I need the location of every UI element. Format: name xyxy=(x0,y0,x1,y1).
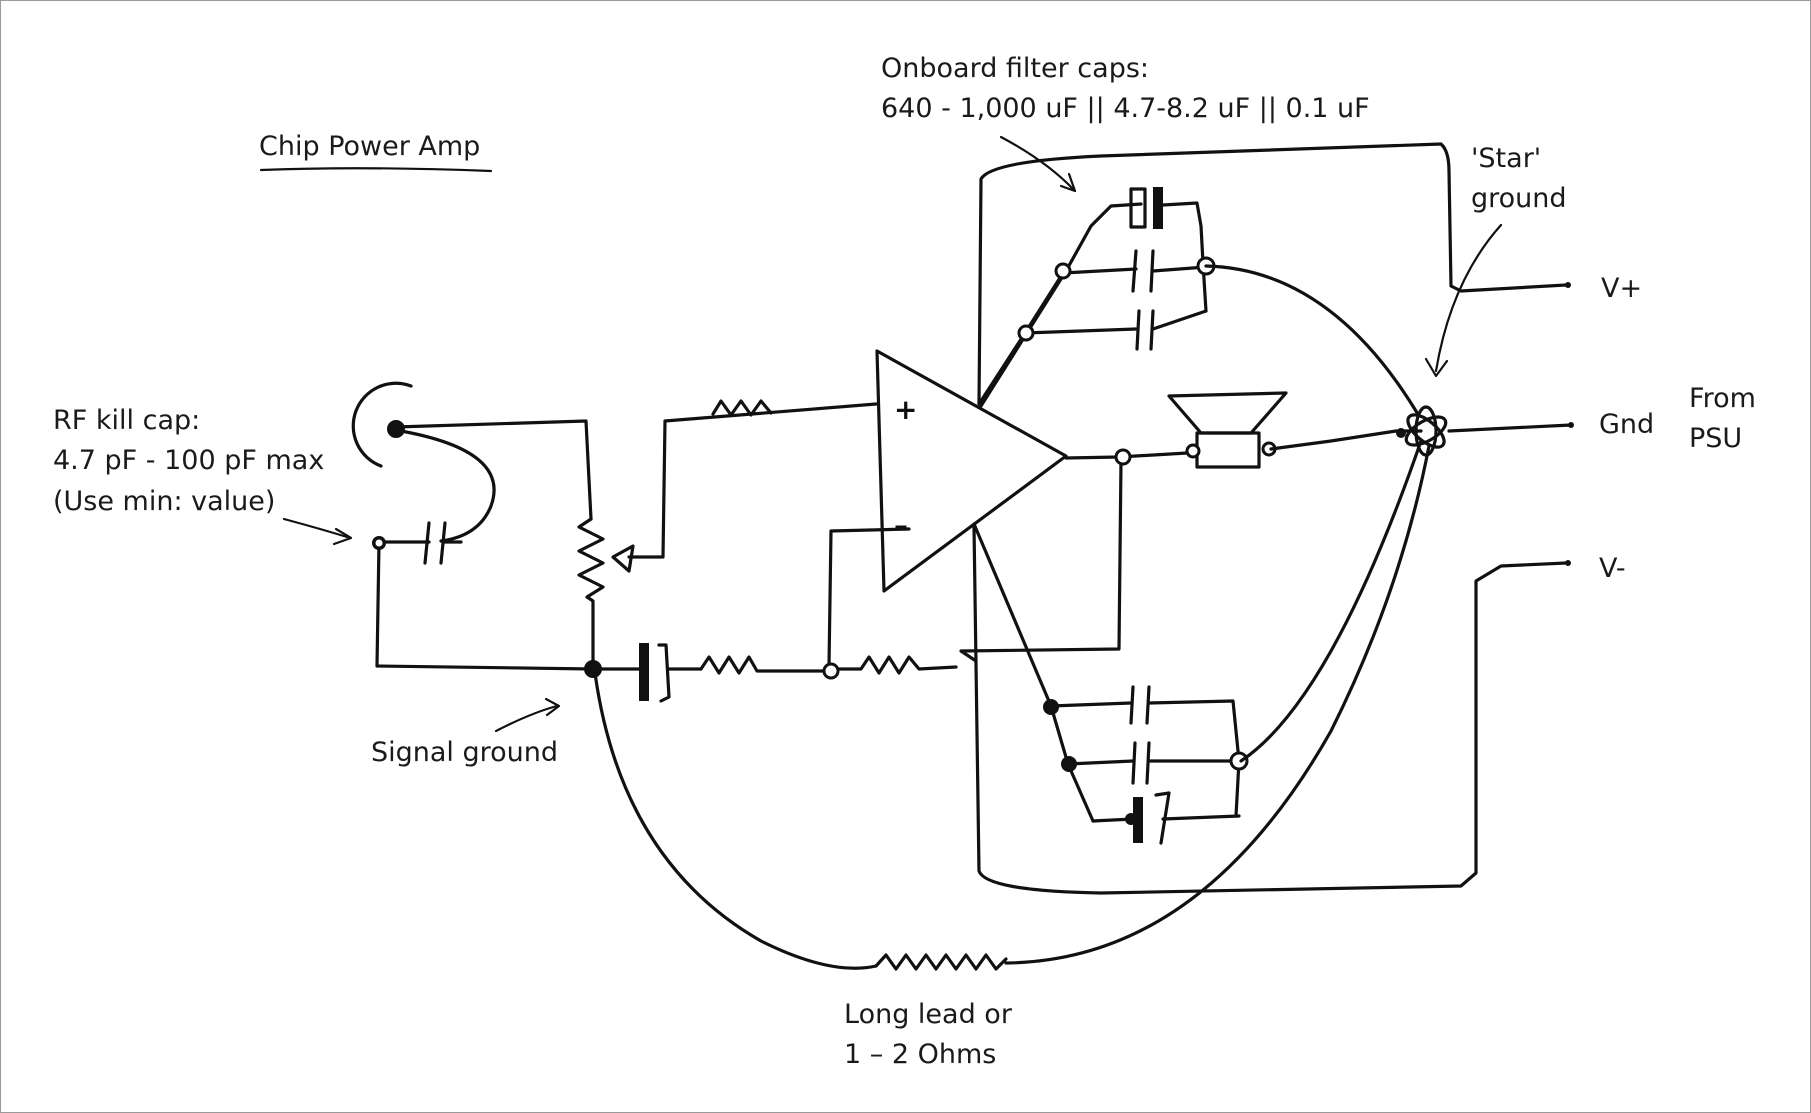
filter-caps-label-1: Onboard filter caps: xyxy=(881,53,1149,84)
wire-v-plus-rail xyxy=(977,142,1568,406)
wire-v-minus-rail xyxy=(972,524,1568,895)
wire-bottom-caps-to-star xyxy=(1239,439,1423,763)
signal-ground-label: Signal ground xyxy=(371,737,558,768)
wire-v-minus-chip xyxy=(972,522,1053,708)
wire-jack-loop xyxy=(399,429,496,543)
rf-kill-cap-label-3: (Use min: value) xyxy=(53,486,275,517)
filter-caps-top xyxy=(977,187,1208,406)
rf-kill-cap-label-2: 4.7 pF - 100 pF max xyxy=(53,445,324,476)
star-ground-node xyxy=(1396,405,1448,457)
feedback-ground-resistor xyxy=(699,655,833,675)
filter-caps-bottom xyxy=(1049,685,1243,845)
diagram-title: Chip Power Amp xyxy=(259,131,480,162)
wire-gnd-psu xyxy=(1447,423,1573,433)
v-minus-label: V- xyxy=(1599,553,1626,584)
arrow-star-ground xyxy=(1434,223,1503,373)
wire-feedback-minus xyxy=(827,527,911,668)
arrow-signal-ground xyxy=(494,704,559,733)
filter-caps-label-2: 640 - 1,000 uF || 4.7-8.2 uF || 0.1 uF xyxy=(881,93,1370,124)
arrow-filter-caps xyxy=(999,135,1075,191)
speaker-icon xyxy=(1167,391,1288,469)
wire-top-caps-to-star xyxy=(1204,264,1421,418)
rf-kill-capacitor xyxy=(379,521,463,565)
feedback-capacitor xyxy=(639,643,703,703)
wire-jack-to-pot xyxy=(394,419,593,521)
input-resistor xyxy=(711,399,773,417)
star-ground-label-1: 'Star' xyxy=(1471,143,1541,174)
star-ground-label-2: ground xyxy=(1471,183,1567,214)
opamp-chip: + – xyxy=(875,349,1068,593)
signal-ground-node xyxy=(584,660,602,678)
long-lead-label-2: 1 – 2 Ohms xyxy=(844,1039,996,1070)
gnd-label: Gnd xyxy=(1599,409,1654,440)
arrow-rf-cap xyxy=(282,517,349,539)
long-lead-label-1: Long lead or xyxy=(844,999,1013,1030)
long-lead-resistor xyxy=(874,953,1008,971)
opamp-minus-sign: – xyxy=(894,509,908,542)
from-psu-label-1: From xyxy=(1689,383,1756,414)
wire-jack-ground xyxy=(375,541,595,671)
title-underline xyxy=(259,167,493,173)
wire-long-lead xyxy=(593,671,878,970)
feedback-resistor xyxy=(837,655,958,675)
input-jack xyxy=(351,381,413,468)
rf-kill-cap-label-1: RF kill cap: xyxy=(53,405,200,436)
opamp-plus-sign: + xyxy=(894,393,917,426)
wire-top-caps-in xyxy=(979,202,1143,408)
feedback-node xyxy=(822,662,840,680)
from-psu-label-2: PSU xyxy=(1689,423,1742,454)
v-plus-label: V+ xyxy=(1601,273,1642,304)
wire-output-feedback xyxy=(959,459,1123,663)
wire-long-lead-to-star xyxy=(1004,444,1431,965)
